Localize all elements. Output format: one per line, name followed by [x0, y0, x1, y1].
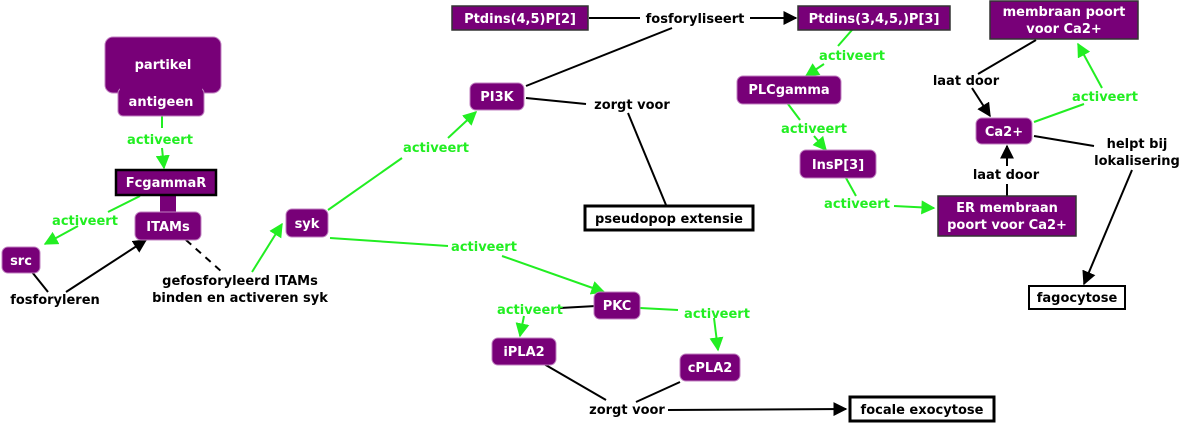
link-label-activeert: activeert — [497, 303, 563, 318]
link-label-zorgt-voor: zorgt voor — [594, 98, 670, 113]
node-insp3[interactable]: InsP[3] — [799, 149, 877, 179]
edge-ca2-helpt-bij — [1033, 135, 1095, 147]
node-focale-label: focale exocytose — [861, 403, 984, 418]
node-cpla2-label: cPLA2 — [688, 361, 733, 376]
edge-ipla2-zorgt-voor — [543, 363, 607, 401]
node-pi3k[interactable]: PI3K — [469, 82, 525, 111]
node-fagocytose-label: fagocytose — [1037, 291, 1118, 306]
edge-activeert-pkc — [501, 255, 606, 295]
link-label-activeert: activeert — [781, 122, 847, 137]
edge-activeert-plcgamma — [804, 63, 825, 77]
node-syk[interactable]: syk — [285, 208, 329, 238]
link-label-activeert: activeert — [451, 240, 517, 255]
edge-insp3-activeert — [845, 177, 857, 197]
link-label-activeert: activeert — [403, 141, 469, 156]
edge-fcgammar-activeert — [107, 195, 141, 213]
node-membraan-poort-label-2: voor Ca2+ — [1026, 22, 1102, 37]
node-syk-label: syk — [295, 217, 320, 232]
node-membraan-poort[interactable]: membraan poort voor Ca2+ — [989, 0, 1139, 40]
node-pkc[interactable]: PKC — [593, 291, 641, 320]
node-er-poort[interactable]: ER membraan poort voor Ca2+ — [937, 195, 1077, 237]
node-itams[interactable]: ITAMs — [134, 211, 202, 241]
link-label-helpt-bij-1: helpt bij — [1107, 137, 1168, 152]
link-label-helpt-bij-2: lokalisering — [1094, 154, 1180, 169]
node-insp3-label: InsP[3] — [812, 158, 864, 173]
node-fcgammar[interactable]: FcgammaR — [114, 168, 218, 197]
edge-activeert-cpla2 — [709, 317, 724, 352]
node-ptdins345-label: Ptdins(3,4,5,)P[3] — [809, 12, 940, 27]
edge-activeert-er — [893, 200, 936, 215]
node-er-poort-label-1: ER membraan — [956, 201, 1058, 216]
edge-fosforyleren-itams — [65, 239, 148, 293]
edge-activeert-membraan — [1077, 42, 1103, 89]
link-label-zorgt-voor: zorgt voor — [589, 403, 665, 418]
node-itams-label: ITAMs — [146, 220, 190, 235]
edge-pi3k-fosforyliseert — [525, 27, 673, 87]
link-label-activeert: activeert — [684, 307, 750, 322]
edge-src-fosforyleren — [31, 271, 49, 293]
edge-membraan-laat-door — [977, 39, 1037, 75]
link-label-activeert: activeert — [127, 133, 193, 148]
link-label-gefosforyleerd-2: binden en activeren syk — [152, 291, 328, 306]
edge-pkc-activeert-2 — [639, 307, 679, 311]
node-pi3k-label: PI3K — [480, 90, 514, 105]
edge-gefosforyleerd-syk — [251, 222, 283, 273]
edge-syk-activeert-2 — [329, 237, 449, 247]
link-label-fosforyliseert: fosforyliseert — [646, 12, 745, 27]
node-er-poort-label-2: poort voor Ca2+ — [947, 218, 1067, 233]
node-ipla2[interactable]: iPLA2 — [491, 337, 557, 366]
edge-syk-activeert — [327, 157, 403, 211]
edge-activeert-insp3 — [812, 135, 827, 152]
edge-activeert-ipla2 — [515, 315, 530, 338]
link-label-laat-door: laat door — [933, 74, 1000, 89]
node-ca2[interactable]: Ca2+ — [975, 117, 1033, 145]
node-plcgamma-label: PLCgamma — [748, 83, 829, 98]
node-antigeen-label: antigeen — [129, 95, 194, 110]
node-src[interactable]: src — [1, 246, 41, 274]
link-label-activeert: activeert — [824, 197, 890, 212]
edge-activeert-src — [43, 225, 79, 245]
node-fcgammar-label: FcgammaR — [126, 176, 207, 191]
edge-ca2-activeert — [1033, 103, 1085, 123]
node-pseudopod-label: pseudopop extensie — [595, 212, 743, 227]
edge-plcgamma-activeert — [787, 103, 801, 121]
node-ca2-label: Ca2+ — [985, 125, 1023, 140]
node-membraan-poort-label-1: membraan poort — [1003, 5, 1126, 20]
edge-pkc-activeert — [559, 305, 597, 309]
link-labels: activeert activeert fosforyleren gefosfo… — [10, 12, 1180, 418]
edge-activeert-fcgammar — [155, 147, 170, 170]
edge-fcgammar-itams — [160, 194, 176, 214]
node-pkc-label: PKC — [603, 299, 632, 314]
edge-cpla2-zorgt-voor — [635, 381, 681, 403]
link-label-laat-door: laat door — [973, 168, 1040, 183]
edge-laat-door-ca2-2 — [971, 87, 991, 118]
node-partikel[interactable]: partikel — [104, 36, 222, 94]
link-label-activeert: activeert — [819, 49, 885, 64]
edge-activeert-pi3k — [447, 111, 478, 139]
node-ipla2-label: iPLA2 — [503, 345, 544, 360]
edge-zorgt-voor-pseudopod — [627, 112, 667, 206]
node-fagocytose[interactable]: fagocytose — [1028, 285, 1126, 310]
node-src-label: src — [10, 254, 32, 269]
connections — [31, 11, 1133, 417]
link-label-fosforyleren: fosforyleren — [10, 293, 100, 308]
edge-ptdins345-activeert — [837, 29, 853, 47]
edge-zorgt-voor-focale — [667, 402, 848, 417]
link-label-activeert: activeert — [52, 214, 118, 229]
node-ptdins45[interactable]: Ptdins(4,5)P[2] — [451, 5, 589, 31]
node-ptdins45-label: Ptdins(4,5)P[2] — [464, 12, 576, 27]
edge-pi3k-zorgt-voor — [525, 97, 587, 105]
link-label-gefosforyleerd-1: gefosforyleerd ITAMs — [162, 274, 318, 289]
node-antigeen[interactable]: antigeen — [117, 84, 205, 117]
edge-itams-gefosforyleerd — [185, 239, 223, 273]
link-label-activeert: activeert — [1072, 90, 1138, 105]
edge-helpt-bij-fagocytose — [1082, 169, 1133, 286]
node-focale[interactable]: focale exocytose — [848, 395, 996, 423]
nodes: partikel antigeen FcgammaR ITAMs src syk… — [1, 0, 1139, 423]
node-plcgamma[interactable]: PLCgamma — [736, 75, 842, 105]
node-partikel-label: partikel — [135, 58, 192, 73]
node-cpla2[interactable]: cPLA2 — [679, 353, 741, 382]
node-ptdins345[interactable]: Ptdins(3,4,5,)P[3] — [797, 5, 951, 31]
node-pseudopod[interactable]: pseudopop extensie — [583, 204, 755, 232]
